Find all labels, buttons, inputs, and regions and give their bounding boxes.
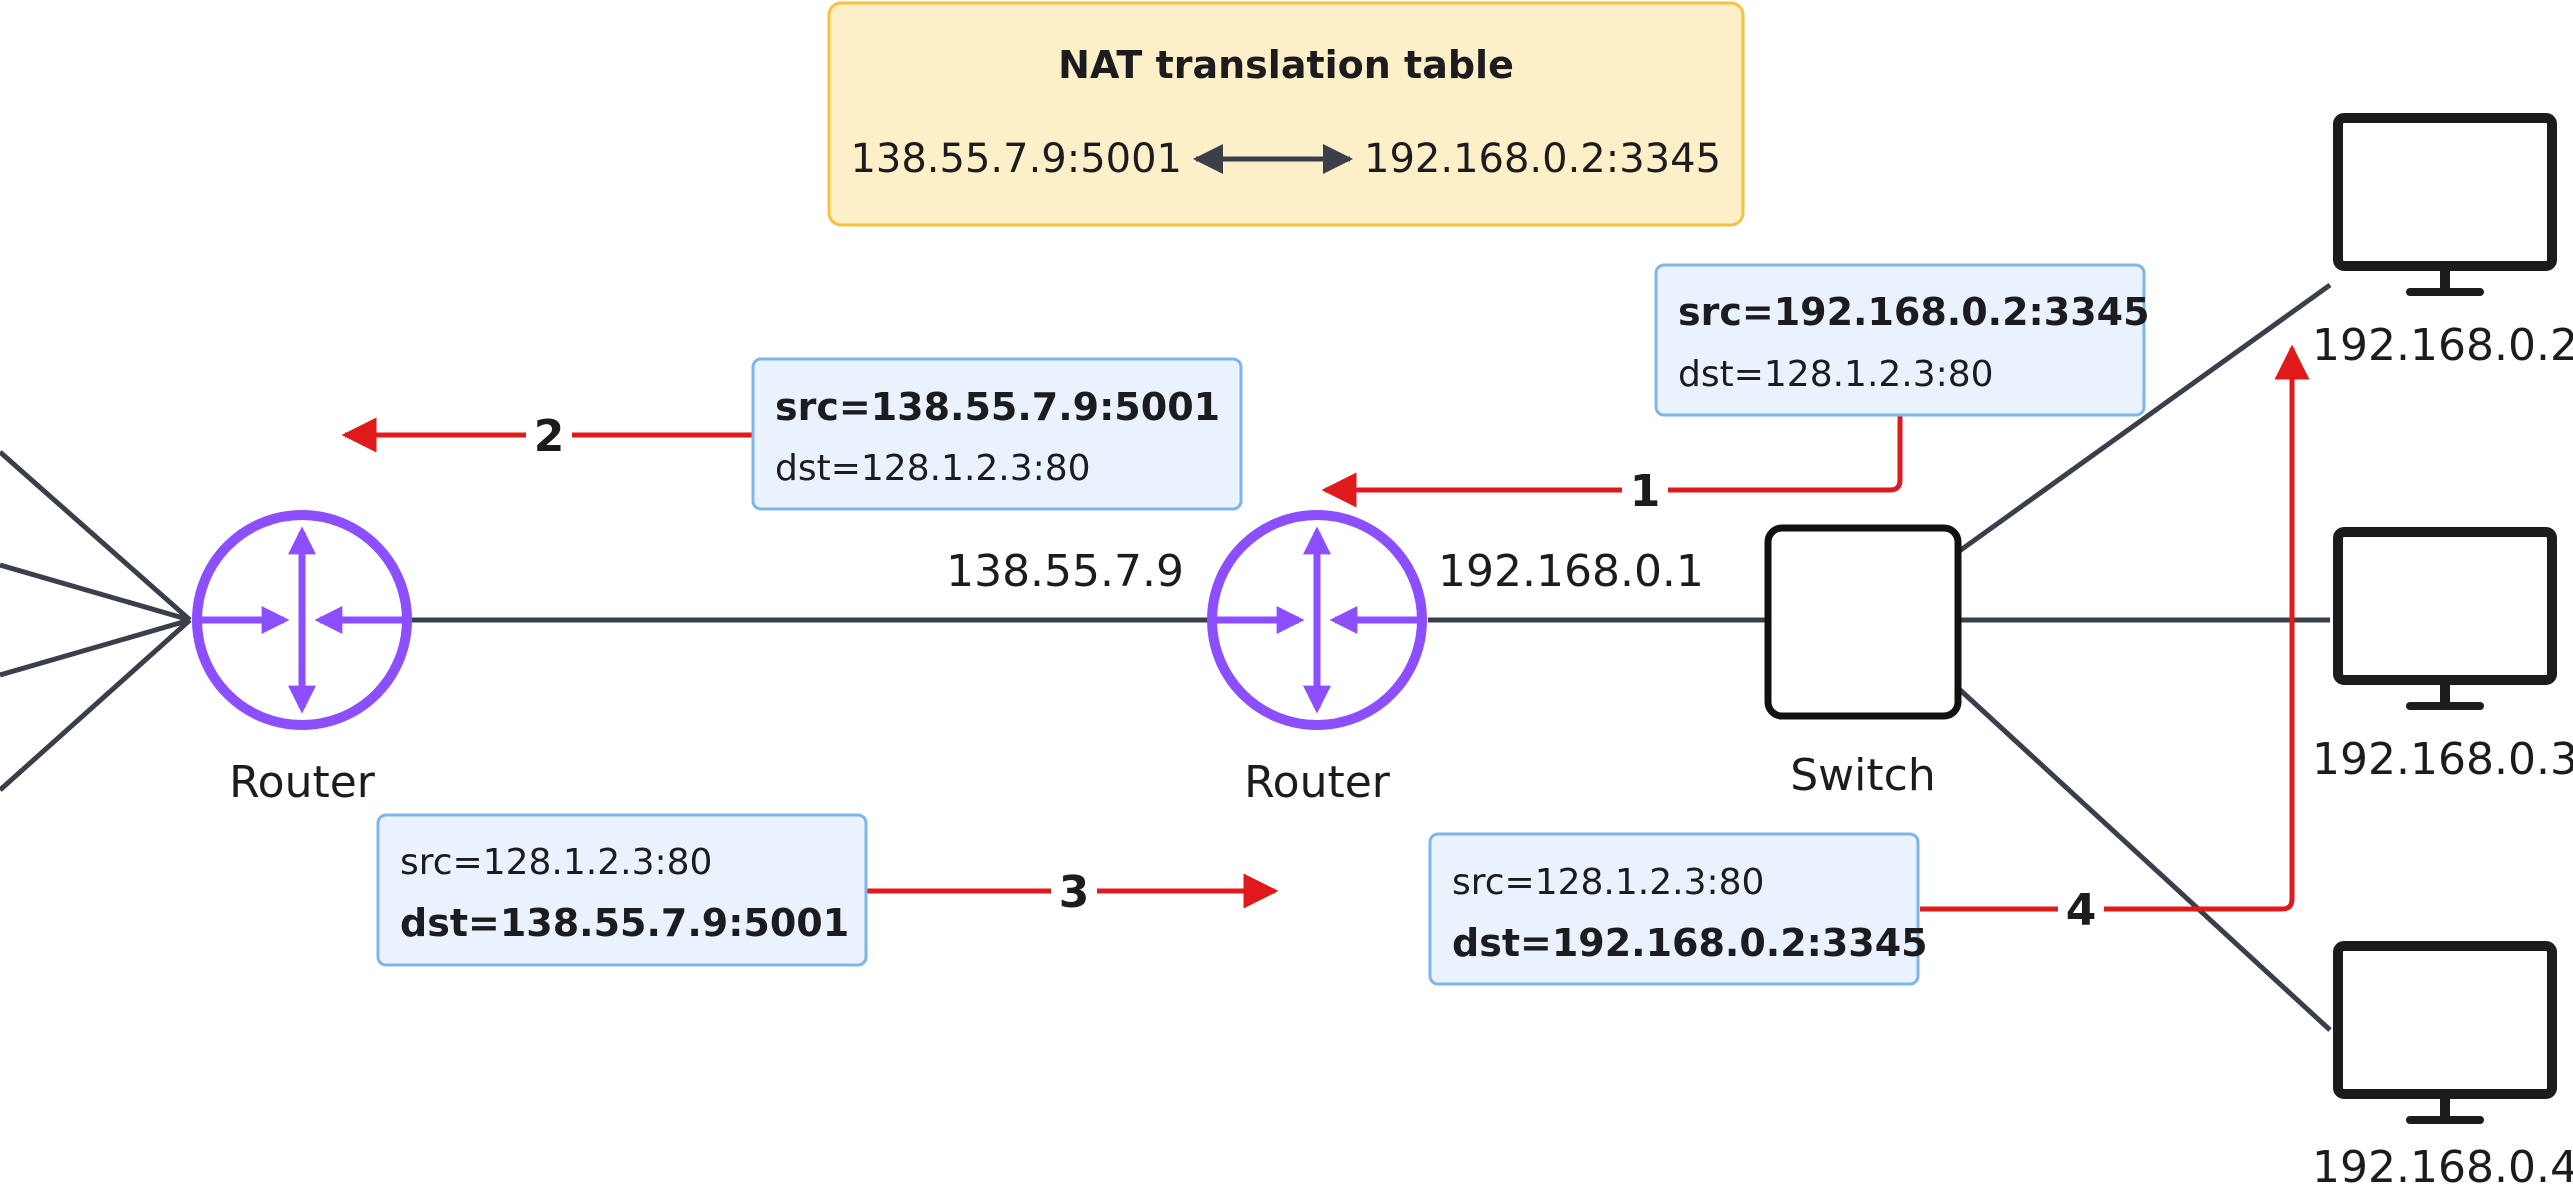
router-left: Router <box>192 510 412 808</box>
monitor-icon <box>2333 113 2557 296</box>
step-number: 3 <box>1059 867 1090 918</box>
step-labels: 1 2 3 4 <box>526 410 2104 936</box>
packet-box-4: src=128.1.2.3:80 dst=192.168.0.2:3345 <box>1428 832 1928 986</box>
packet-src: src=128.1.2.3:80 <box>400 842 712 883</box>
host-1: 192.168.0.2 <box>2312 113 2573 371</box>
packet-src: src=138.55.7.9:5001 <box>775 385 1220 429</box>
switch-host-link <box>1956 282 2332 555</box>
switch-icon <box>1764 524 1962 720</box>
internet-link <box>0 562 191 623</box>
step-number: 2 <box>534 411 565 462</box>
router-wan-ip: 138.55.7.9 <box>946 546 1184 597</box>
monitor-icon <box>2333 941 2557 1124</box>
host-ip: 192.168.0.3 <box>2312 734 2573 785</box>
router-lan-ip: 192.168.0.1 <box>1438 546 1704 597</box>
router-arrows-icon <box>1215 526 1419 714</box>
nat-translation-table: NAT translation table 138.55.7.9:5001 19… <box>827 1 1745 227</box>
nat-table-title: NAT translation table <box>1058 43 1514 87</box>
packet-box-3: src=128.1.2.3:80 dst=138.55.7.9:5001 <box>376 813 868 967</box>
router-nat-label: Router <box>1244 757 1391 808</box>
nat-public-endpoint: 138.55.7.9:5001 <box>850 136 1182 182</box>
packet-dst: dst=128.1.2.3:80 <box>1678 354 1994 395</box>
packet-src: src=128.1.2.3:80 <box>1452 862 1764 903</box>
host-ip: 192.168.0.4 <box>2312 1142 2573 1189</box>
packet-box-2: src=138.55.7.9:5001 dst=128.1.2.3:80 <box>751 357 1243 511</box>
router-left-label: Router <box>229 757 376 808</box>
step-number: 1 <box>1630 466 1661 517</box>
packet-dst: dst=138.55.7.9:5001 <box>400 901 849 945</box>
host-2: 192.168.0.3 <box>2312 527 2573 785</box>
host-3: 192.168.0.4 <box>2312 941 2573 1189</box>
switch-host-link <box>1956 686 2332 1032</box>
step-number: 4 <box>2066 885 2097 936</box>
host-ip: 192.168.0.2 <box>2312 320 2573 371</box>
internet-link <box>0 618 192 792</box>
internet-link <box>0 450 192 622</box>
monitor-icon <box>2333 527 2557 710</box>
packet-dst: dst=128.1.2.3:80 <box>775 448 1091 489</box>
router-arrows-icon <box>200 526 404 714</box>
nat-private-endpoint: 192.168.0.2:3345 <box>1364 136 1721 182</box>
nat-table-box <box>827 1 1745 227</box>
network-links <box>0 282 2332 1032</box>
router-nat: Router 138.55.7.9 192.168.0.1 <box>946 510 1704 808</box>
switch: Switch <box>1764 524 1962 801</box>
packet-dst: dst=192.168.0.2:3345 <box>1452 921 1928 965</box>
switch-label: Switch <box>1790 750 1935 801</box>
flow-arrow-1 <box>1321 416 1903 508</box>
flow-arrow-4 <box>1920 344 2310 912</box>
packet-src: src=192.168.0.2:3345 <box>1678 290 2150 334</box>
packet-box-1: src=192.168.0.2:3345 dst=128.1.2.3:80 <box>1654 263 2150 417</box>
internet-link <box>0 617 191 678</box>
